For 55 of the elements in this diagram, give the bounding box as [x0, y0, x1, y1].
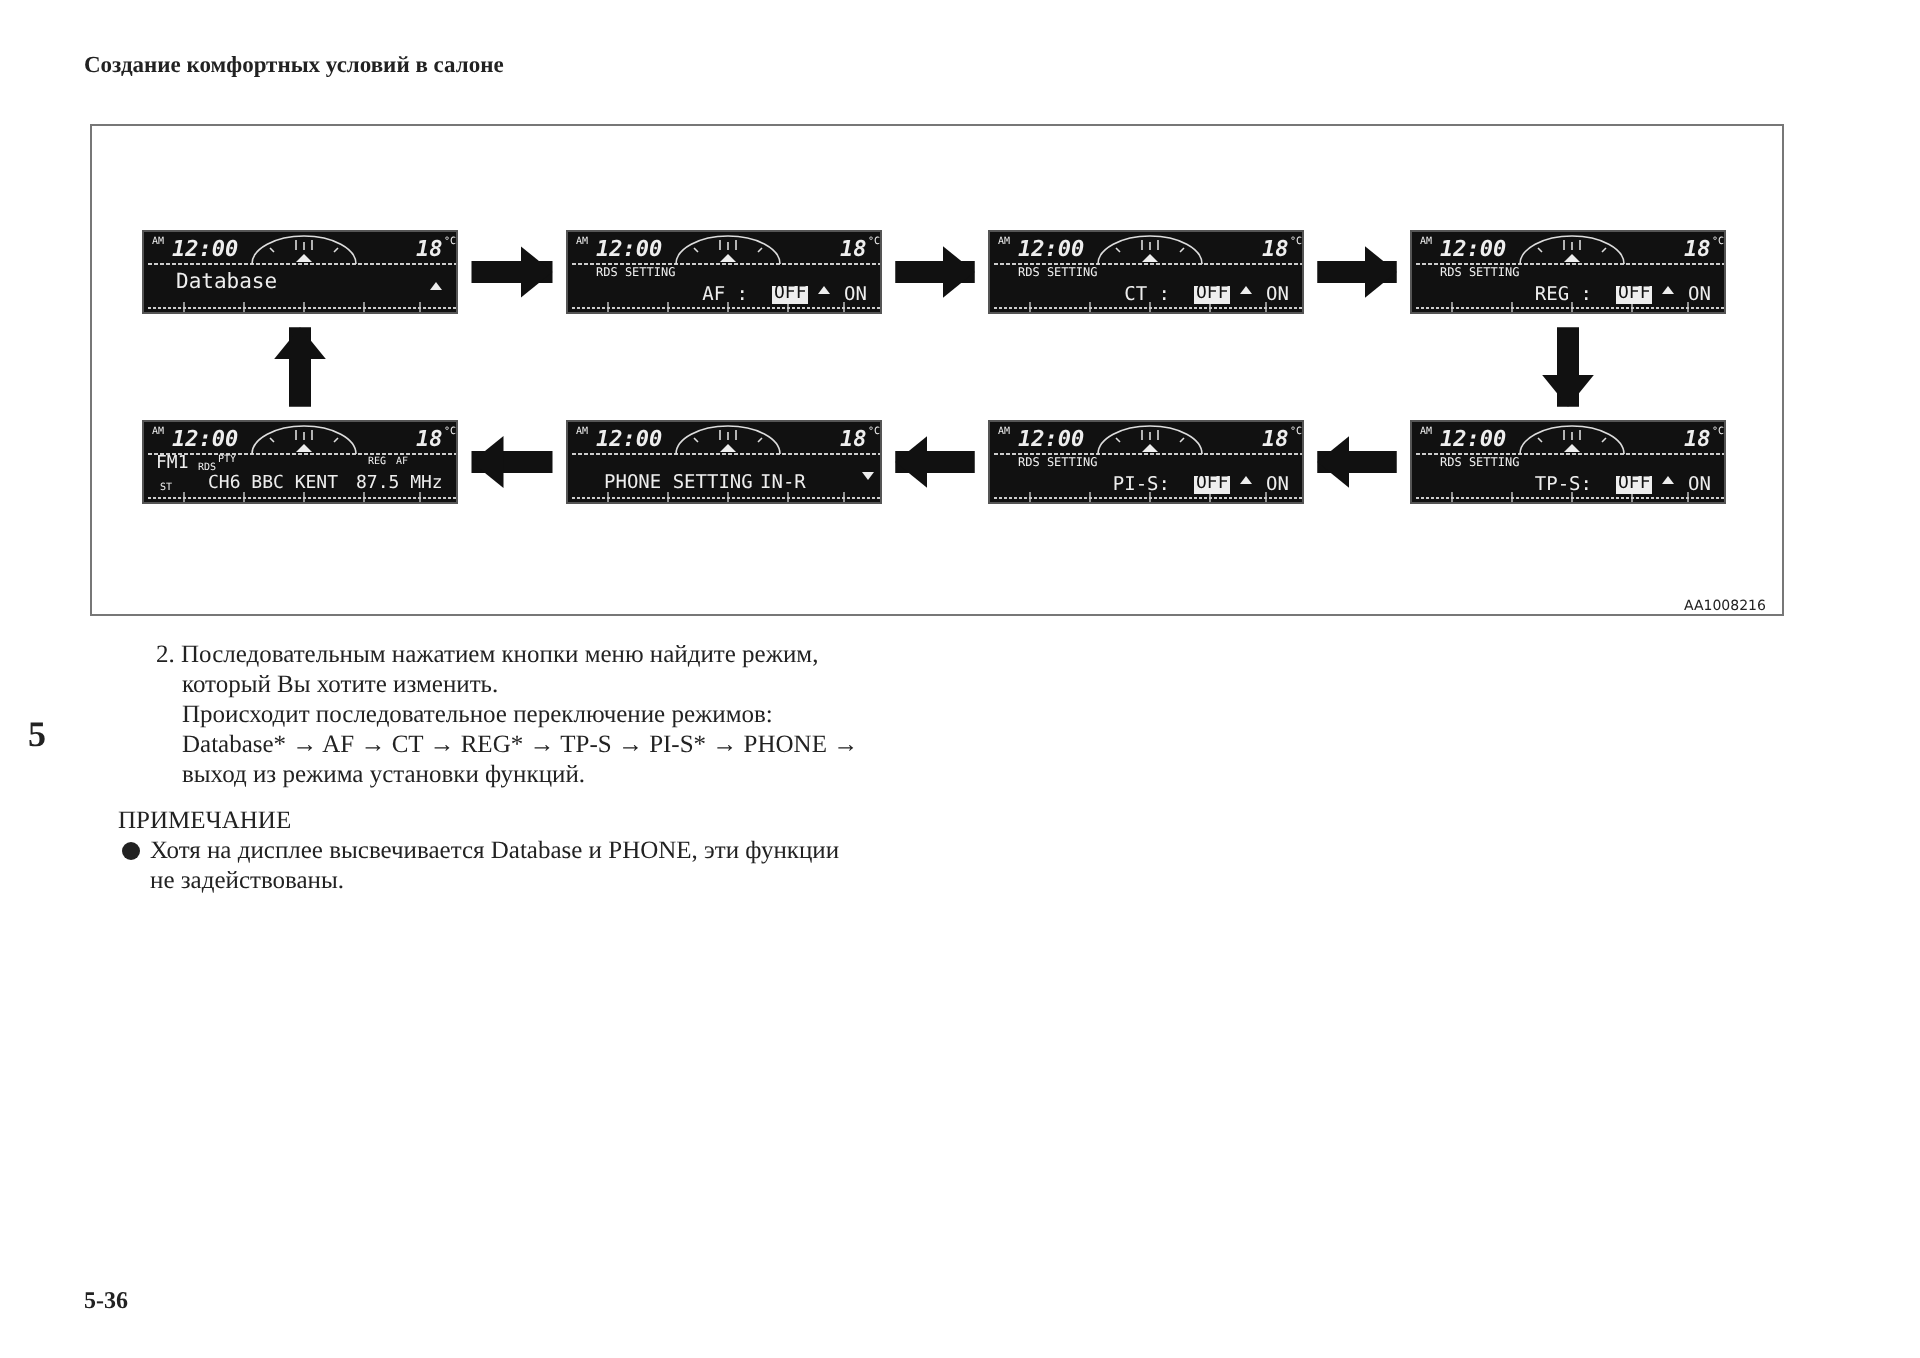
note-heading: ПРИМЕЧАНИЕ [118, 806, 292, 836]
display-text: 18 [1262, 238, 1289, 260]
display-text: 18 [1684, 428, 1711, 450]
display-text: 18 [840, 238, 867, 260]
note-text: Хотя на дисплее высвечивается Database и PHONE, эти функции не задействованы. [150, 836, 840, 896]
block-arrow [895, 436, 975, 488]
display-text: 12:00 [596, 428, 663, 450]
display-text: AF : [702, 286, 748, 305]
display-text: 12:00 [172, 428, 239, 450]
instruction-text: Происходит последовательное переключение режимов: Database* → AF → CT → REG* → TP-S → PI-S* → PHONE → выход из режима установки функций. [182, 700, 861, 790]
display-text: 12:00 [1440, 238, 1507, 260]
block-arrow [471, 436, 553, 488]
display-text: 12:00 [1440, 428, 1507, 450]
display-text: IN-R [760, 474, 806, 493]
display-text: Database [176, 272, 278, 293]
display-text: ON [844, 286, 867, 305]
chapter-number: 5 [28, 720, 46, 750]
display-text: 12:00 [1018, 428, 1085, 450]
lcd-display [1410, 420, 1726, 504]
display-text: CT : [1124, 286, 1170, 305]
display-text: CH6 BBC KENT [208, 476, 339, 494]
display-text: 18 [416, 238, 443, 260]
lcd-display [566, 230, 882, 314]
display-text: 12:00 [172, 238, 239, 260]
display-text: 87.5 MHz [356, 476, 443, 494]
display-text: TP-S: [1534, 476, 1592, 495]
display-text: PHONE SETTING [604, 474, 753, 493]
lcd-display [1410, 230, 1726, 314]
display-text: FM1 [156, 456, 189, 474]
page-number: 5-36 [84, 1286, 128, 1316]
page-header: Создание комфортных условий в салоне [84, 54, 504, 78]
display-text: 18 [840, 428, 867, 450]
display-text: ON [1266, 286, 1289, 305]
display-text: PI-S: [1112, 476, 1170, 495]
display-text: ON [1266, 476, 1289, 495]
lcd-display [142, 230, 458, 314]
display-text: ON [1688, 286, 1711, 305]
block-arrow [895, 246, 975, 298]
display-text: ON [1688, 476, 1711, 495]
display-text: 18 [1684, 238, 1711, 260]
display-text: 12:00 [596, 238, 663, 260]
block-arrow [1317, 436, 1397, 488]
display-text: 18 [1262, 428, 1289, 450]
lcd-display [566, 420, 882, 504]
block-arrow [274, 327, 326, 407]
lcd-display [988, 420, 1304, 504]
display-text: REG : [1534, 286, 1592, 305]
block-arrow [1317, 246, 1397, 298]
block-arrow [1542, 327, 1594, 407]
block-arrow [471, 246, 553, 298]
lcd-display [142, 420, 458, 504]
display-text: 12:00 [1018, 238, 1085, 260]
lcd-display [988, 230, 1304, 314]
display-text: 18 [416, 428, 443, 450]
instruction-text: 2. Последовательным нажатием кнопки меню найдите режим, который Вы хотите изменить. [156, 640, 821, 700]
